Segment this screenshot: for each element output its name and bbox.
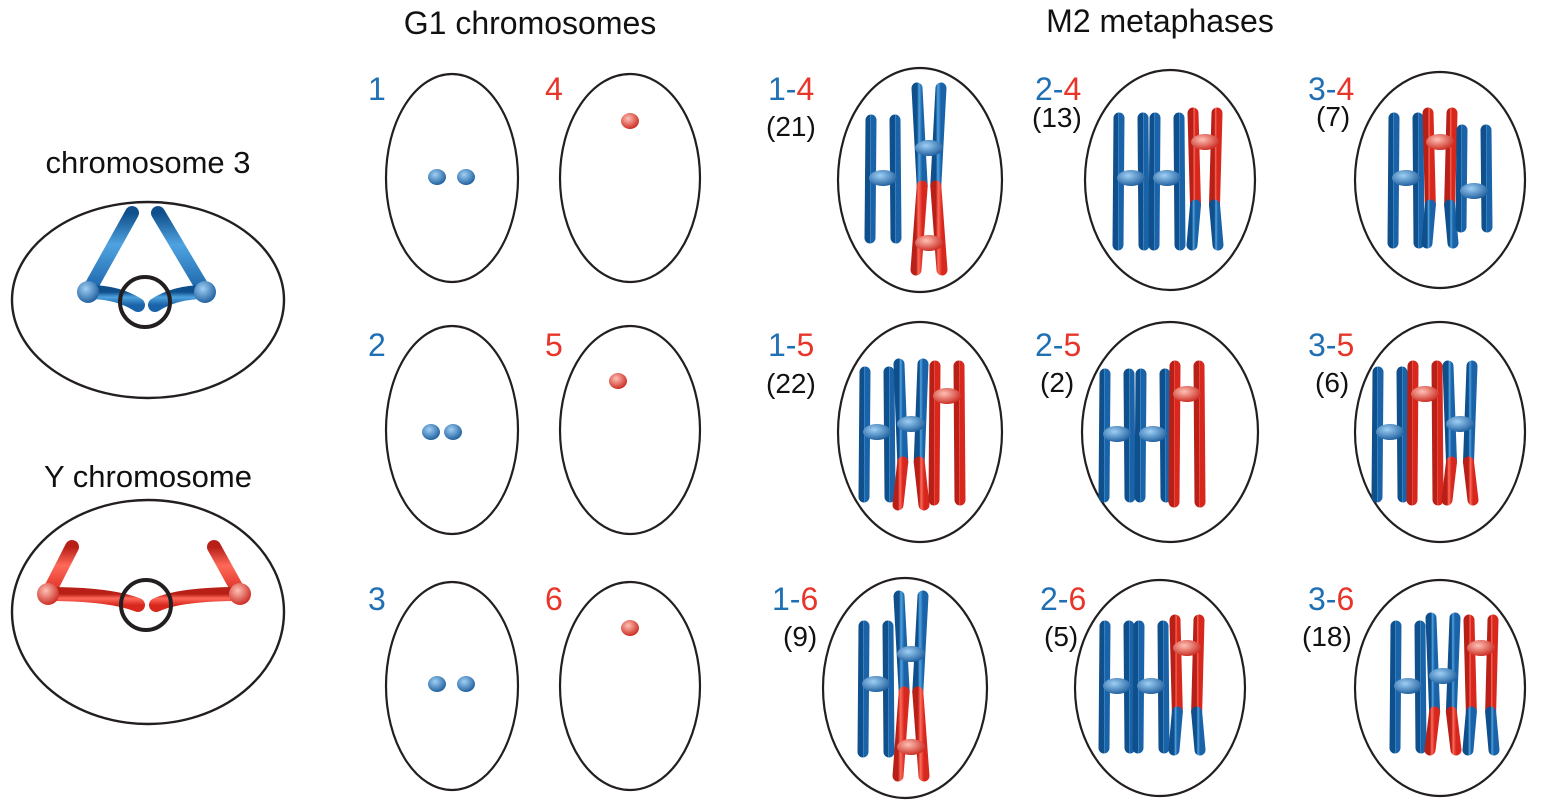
m2-label-3-5: 3-5 (6) bbox=[1308, 327, 1354, 398]
svg-text:1-5: 1-5 bbox=[768, 327, 814, 363]
m2-count: (2) bbox=[1040, 367, 1074, 398]
g1-label-3: 3 bbox=[368, 581, 386, 617]
m2-cell-2-4 bbox=[1083, 68, 1257, 292]
chromosome-3-title: chromosome 3 bbox=[45, 145, 250, 180]
svg-text:1-4: 1-4 bbox=[768, 71, 814, 107]
pairing-site-circle bbox=[118, 275, 172, 329]
m2-count: (22) bbox=[766, 368, 816, 399]
svg-text:2-4: 2-4 bbox=[1035, 71, 1081, 107]
metaphase-chromosome bbox=[857, 620, 895, 758]
m2-cell-2-5 bbox=[1080, 320, 1260, 544]
metaphase-chromosome bbox=[1148, 112, 1186, 251]
y-chromosome-panel bbox=[10, 498, 286, 726]
metaphase-chromosome bbox=[1168, 360, 1206, 508]
g1-cell-3 bbox=[384, 580, 520, 792]
metaphase-chromosome bbox=[1134, 368, 1172, 503]
m2-count: (6) bbox=[1315, 367, 1349, 398]
svg-text:2-5: 2-5 bbox=[1035, 327, 1081, 363]
m2-cell-1-4 bbox=[836, 66, 1004, 294]
m2-label-2-6: 2-6 (5) bbox=[1040, 581, 1086, 652]
metaphase-chromosome bbox=[1168, 614, 1206, 756]
svg-text:1-6: 1-6 bbox=[772, 581, 818, 617]
m2-metaphase-cells bbox=[821, 66, 1527, 800]
m2-cell-1-6 bbox=[821, 576, 989, 800]
m2-cell-3-4 bbox=[1353, 70, 1527, 290]
g1-label-2: 2 bbox=[368, 327, 386, 363]
pairing-site-circle bbox=[119, 578, 173, 632]
metaphase-chromosome bbox=[892, 358, 930, 511]
m2-label-1-6: 1-6 (9) bbox=[772, 581, 818, 652]
metaphase-chromosome bbox=[1186, 107, 1224, 251]
m2-header: M2 metaphases bbox=[1046, 3, 1274, 39]
m2-cell-1-5 bbox=[836, 320, 1004, 544]
m2-count: (7) bbox=[1316, 101, 1350, 132]
metaphase-chromosome bbox=[910, 82, 948, 276]
m2-label-3-6: 3-6 (18) bbox=[1302, 581, 1354, 652]
metaphase-chromosome bbox=[1132, 620, 1170, 754]
g1-label-6: 6 bbox=[545, 581, 563, 617]
m2-count: (18) bbox=[1302, 621, 1352, 652]
svg-text:3-6: 3-6 bbox=[1308, 581, 1354, 617]
metaphase-chromosome bbox=[1441, 360, 1479, 506]
m2-cell-2-6 bbox=[1073, 578, 1247, 798]
metaphase-chromosome bbox=[1455, 124, 1493, 233]
svg-text:3-5: 3-5 bbox=[1308, 327, 1354, 363]
m2-label-1-4: 1-4 (21) bbox=[766, 71, 816, 142]
g1-cell-2 bbox=[384, 324, 520, 536]
g1-cell-5 bbox=[558, 324, 702, 536]
metaphase-chromosome bbox=[864, 114, 902, 244]
g1-label-5: 5 bbox=[545, 327, 563, 363]
metaphase-chromosome bbox=[1098, 620, 1136, 754]
svg-text:2-6: 2-6 bbox=[1040, 581, 1086, 617]
m2-cell-3-5 bbox=[1353, 320, 1527, 544]
metaphase-chromosome bbox=[858, 366, 896, 503]
m2-count: (5) bbox=[1044, 621, 1078, 652]
metaphase-chromosome bbox=[1424, 612, 1462, 756]
metaphase-chromosome bbox=[1387, 112, 1425, 249]
m2-label-1-5: 1-5 (22) bbox=[766, 327, 816, 399]
svg-text:3-4: 3-4 bbox=[1308, 71, 1354, 107]
metaphase-chromosome bbox=[1112, 112, 1150, 251]
metaphase-chromosome bbox=[892, 590, 930, 782]
g1-cell-4 bbox=[558, 72, 702, 284]
m2-label-3-4: 3-4 (7) bbox=[1308, 71, 1354, 132]
metaphase-chromosome bbox=[928, 360, 966, 506]
m2-label-2-4: 2-4 (13) bbox=[1032, 71, 1082, 133]
g1-header: G1 chromosomes bbox=[404, 5, 657, 41]
m2-label-2-5: 2-5 (2) bbox=[1035, 327, 1081, 398]
m2-count: (21) bbox=[766, 111, 816, 142]
g1-label-1: 1 bbox=[368, 71, 386, 107]
g1-cell-6 bbox=[558, 580, 702, 792]
m2-count: (13) bbox=[1032, 102, 1082, 133]
g1-label-4: 4 bbox=[545, 71, 563, 107]
metaphase-chromosome bbox=[1406, 360, 1444, 506]
g1-cell-1 bbox=[384, 72, 520, 284]
metaphase-chromosome bbox=[1098, 368, 1136, 503]
metaphase-chromosome bbox=[1462, 614, 1500, 756]
y-chromosome-title: Y chromosome bbox=[44, 459, 252, 494]
metaphase-chromosome bbox=[1389, 620, 1427, 754]
m2-cell-3-6 bbox=[1353, 578, 1527, 798]
m2-count: (9) bbox=[783, 621, 817, 652]
metaphase-chromosome bbox=[1371, 366, 1409, 503]
metaphase-chromosome bbox=[1421, 107, 1459, 249]
chromosome-3-panel bbox=[10, 200, 286, 400]
